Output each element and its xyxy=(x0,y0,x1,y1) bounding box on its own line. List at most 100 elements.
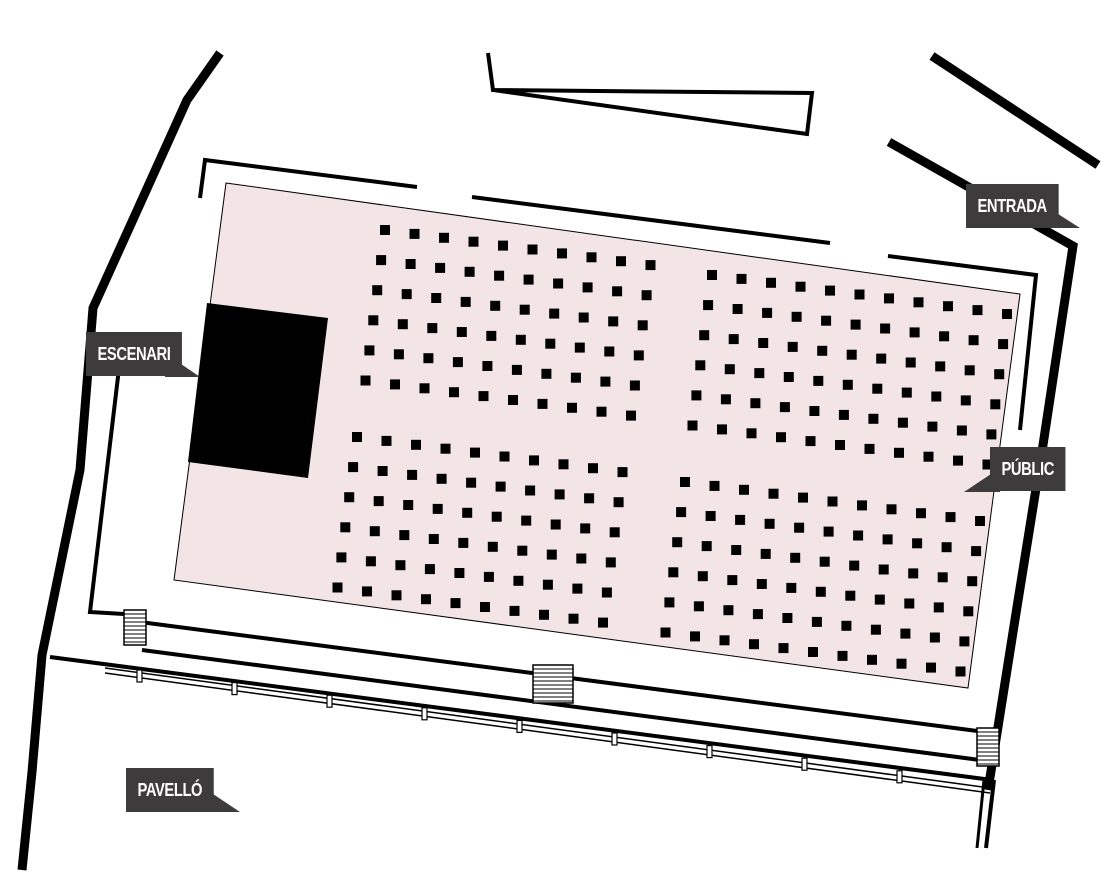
entrada-label: ENTRADA xyxy=(966,184,1059,228)
seat xyxy=(849,560,860,571)
seat xyxy=(549,308,560,319)
seat xyxy=(884,293,894,304)
seat xyxy=(574,342,585,353)
seat xyxy=(703,300,714,311)
seat xyxy=(513,575,524,586)
seat xyxy=(817,345,828,356)
seat xyxy=(705,511,716,521)
seat xyxy=(576,553,587,564)
seat xyxy=(963,606,974,617)
seat xyxy=(586,252,597,263)
seat xyxy=(720,394,731,405)
seat xyxy=(336,552,347,563)
seat xyxy=(937,572,948,583)
seat xyxy=(596,406,607,417)
seat xyxy=(645,260,656,271)
stair-left xyxy=(123,609,147,646)
seat xyxy=(390,379,400,390)
seat xyxy=(758,338,769,348)
escenari-label: ESCENARI xyxy=(86,332,182,376)
seat xyxy=(373,496,384,507)
seat xyxy=(668,567,679,578)
seat xyxy=(542,579,553,590)
seat xyxy=(927,421,938,432)
seat xyxy=(967,576,978,587)
seat xyxy=(701,541,712,552)
seat xyxy=(550,519,561,530)
seat xyxy=(868,413,879,424)
seat xyxy=(537,398,548,409)
seat xyxy=(529,455,539,466)
left-wall xyxy=(17,50,224,871)
seat xyxy=(578,312,589,323)
seat xyxy=(487,541,498,552)
seat xyxy=(695,360,706,371)
seat xyxy=(393,349,404,360)
seat xyxy=(464,266,475,277)
seat xyxy=(841,620,852,631)
seat xyxy=(719,635,730,646)
seat xyxy=(750,398,761,409)
seat xyxy=(837,650,848,661)
seat xyxy=(456,327,467,337)
seat xyxy=(626,410,636,421)
seat xyxy=(878,564,889,575)
stage xyxy=(188,303,328,478)
seat xyxy=(399,530,410,541)
seat xyxy=(971,546,982,557)
seat xyxy=(600,376,611,387)
seat xyxy=(519,304,530,315)
seat xyxy=(372,285,383,296)
seat xyxy=(697,571,708,582)
seat xyxy=(1002,309,1012,319)
seat xyxy=(953,455,963,466)
seat xyxy=(460,296,471,307)
seat xyxy=(857,500,867,511)
seat xyxy=(901,387,912,398)
seat xyxy=(756,579,767,589)
seat xyxy=(637,320,648,331)
seat xyxy=(787,341,798,352)
seat xyxy=(904,598,915,609)
seat xyxy=(368,315,379,326)
seat xyxy=(990,399,1001,410)
seat xyxy=(798,492,808,503)
seat xyxy=(486,330,497,341)
seat xyxy=(815,586,826,597)
seat xyxy=(508,395,518,405)
seat xyxy=(912,538,923,549)
seat xyxy=(509,605,520,616)
seat xyxy=(760,548,771,559)
seat xyxy=(612,286,623,297)
seat xyxy=(709,480,720,491)
seat xyxy=(850,319,861,330)
seat xyxy=(916,508,926,519)
seat xyxy=(515,334,526,345)
seat xyxy=(411,439,421,450)
seat xyxy=(604,346,615,357)
seat xyxy=(580,523,591,534)
seat xyxy=(908,568,919,579)
seat xyxy=(462,507,473,518)
seat xyxy=(435,262,446,273)
seat xyxy=(959,636,970,647)
seat xyxy=(439,232,449,243)
seat xyxy=(931,391,942,402)
seat xyxy=(499,451,510,462)
seat xyxy=(541,368,552,379)
seat xyxy=(939,331,950,342)
seat xyxy=(779,402,790,413)
seat-block-bottom-left xyxy=(332,432,628,628)
seat xyxy=(490,300,501,311)
seat xyxy=(764,518,775,529)
seat xyxy=(766,277,776,288)
seat xyxy=(864,443,875,454)
seat xyxy=(495,481,506,492)
seat xyxy=(752,609,763,620)
seat xyxy=(880,323,891,334)
seat xyxy=(749,639,759,650)
seat xyxy=(923,451,934,462)
seat xyxy=(994,369,1005,380)
seat xyxy=(874,594,885,605)
